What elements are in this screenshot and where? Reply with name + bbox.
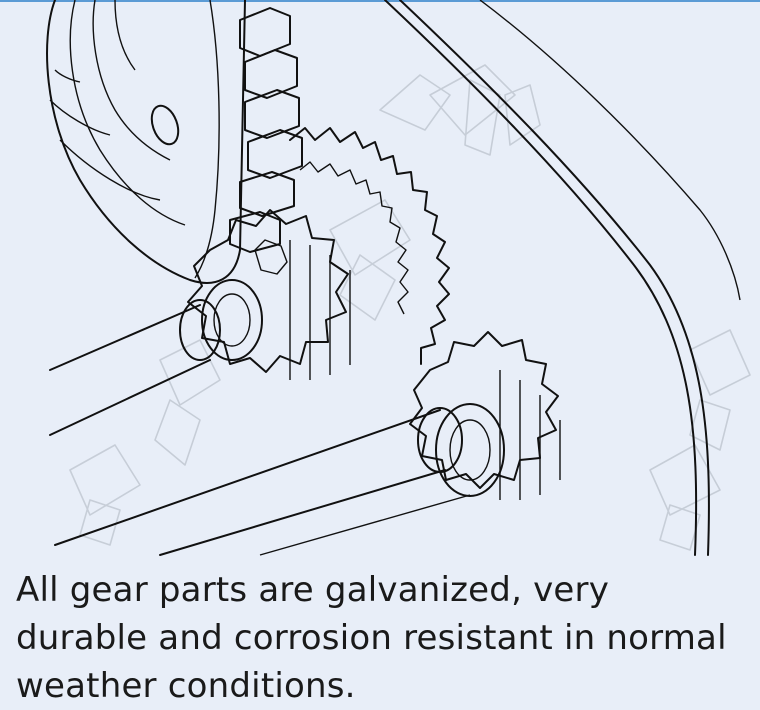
gear-assembly-illustration: .ln { fill: none; stroke: #111; stroke-w… — [46, 0, 751, 556]
lower-gear — [409, 331, 561, 500]
flange-disk — [46, 0, 246, 284]
frame-rails — [384, 0, 741, 556]
upper-gear — [179, 209, 351, 380]
shafts — [49, 304, 471, 556]
chain-links — [229, 7, 303, 253]
top-accent-rule — [0, 0, 760, 2]
watermark-logo — [69, 64, 751, 551]
caption-text: All gear parts are galvanized, very dura… — [16, 570, 727, 706]
rack-track — [289, 127, 450, 365]
